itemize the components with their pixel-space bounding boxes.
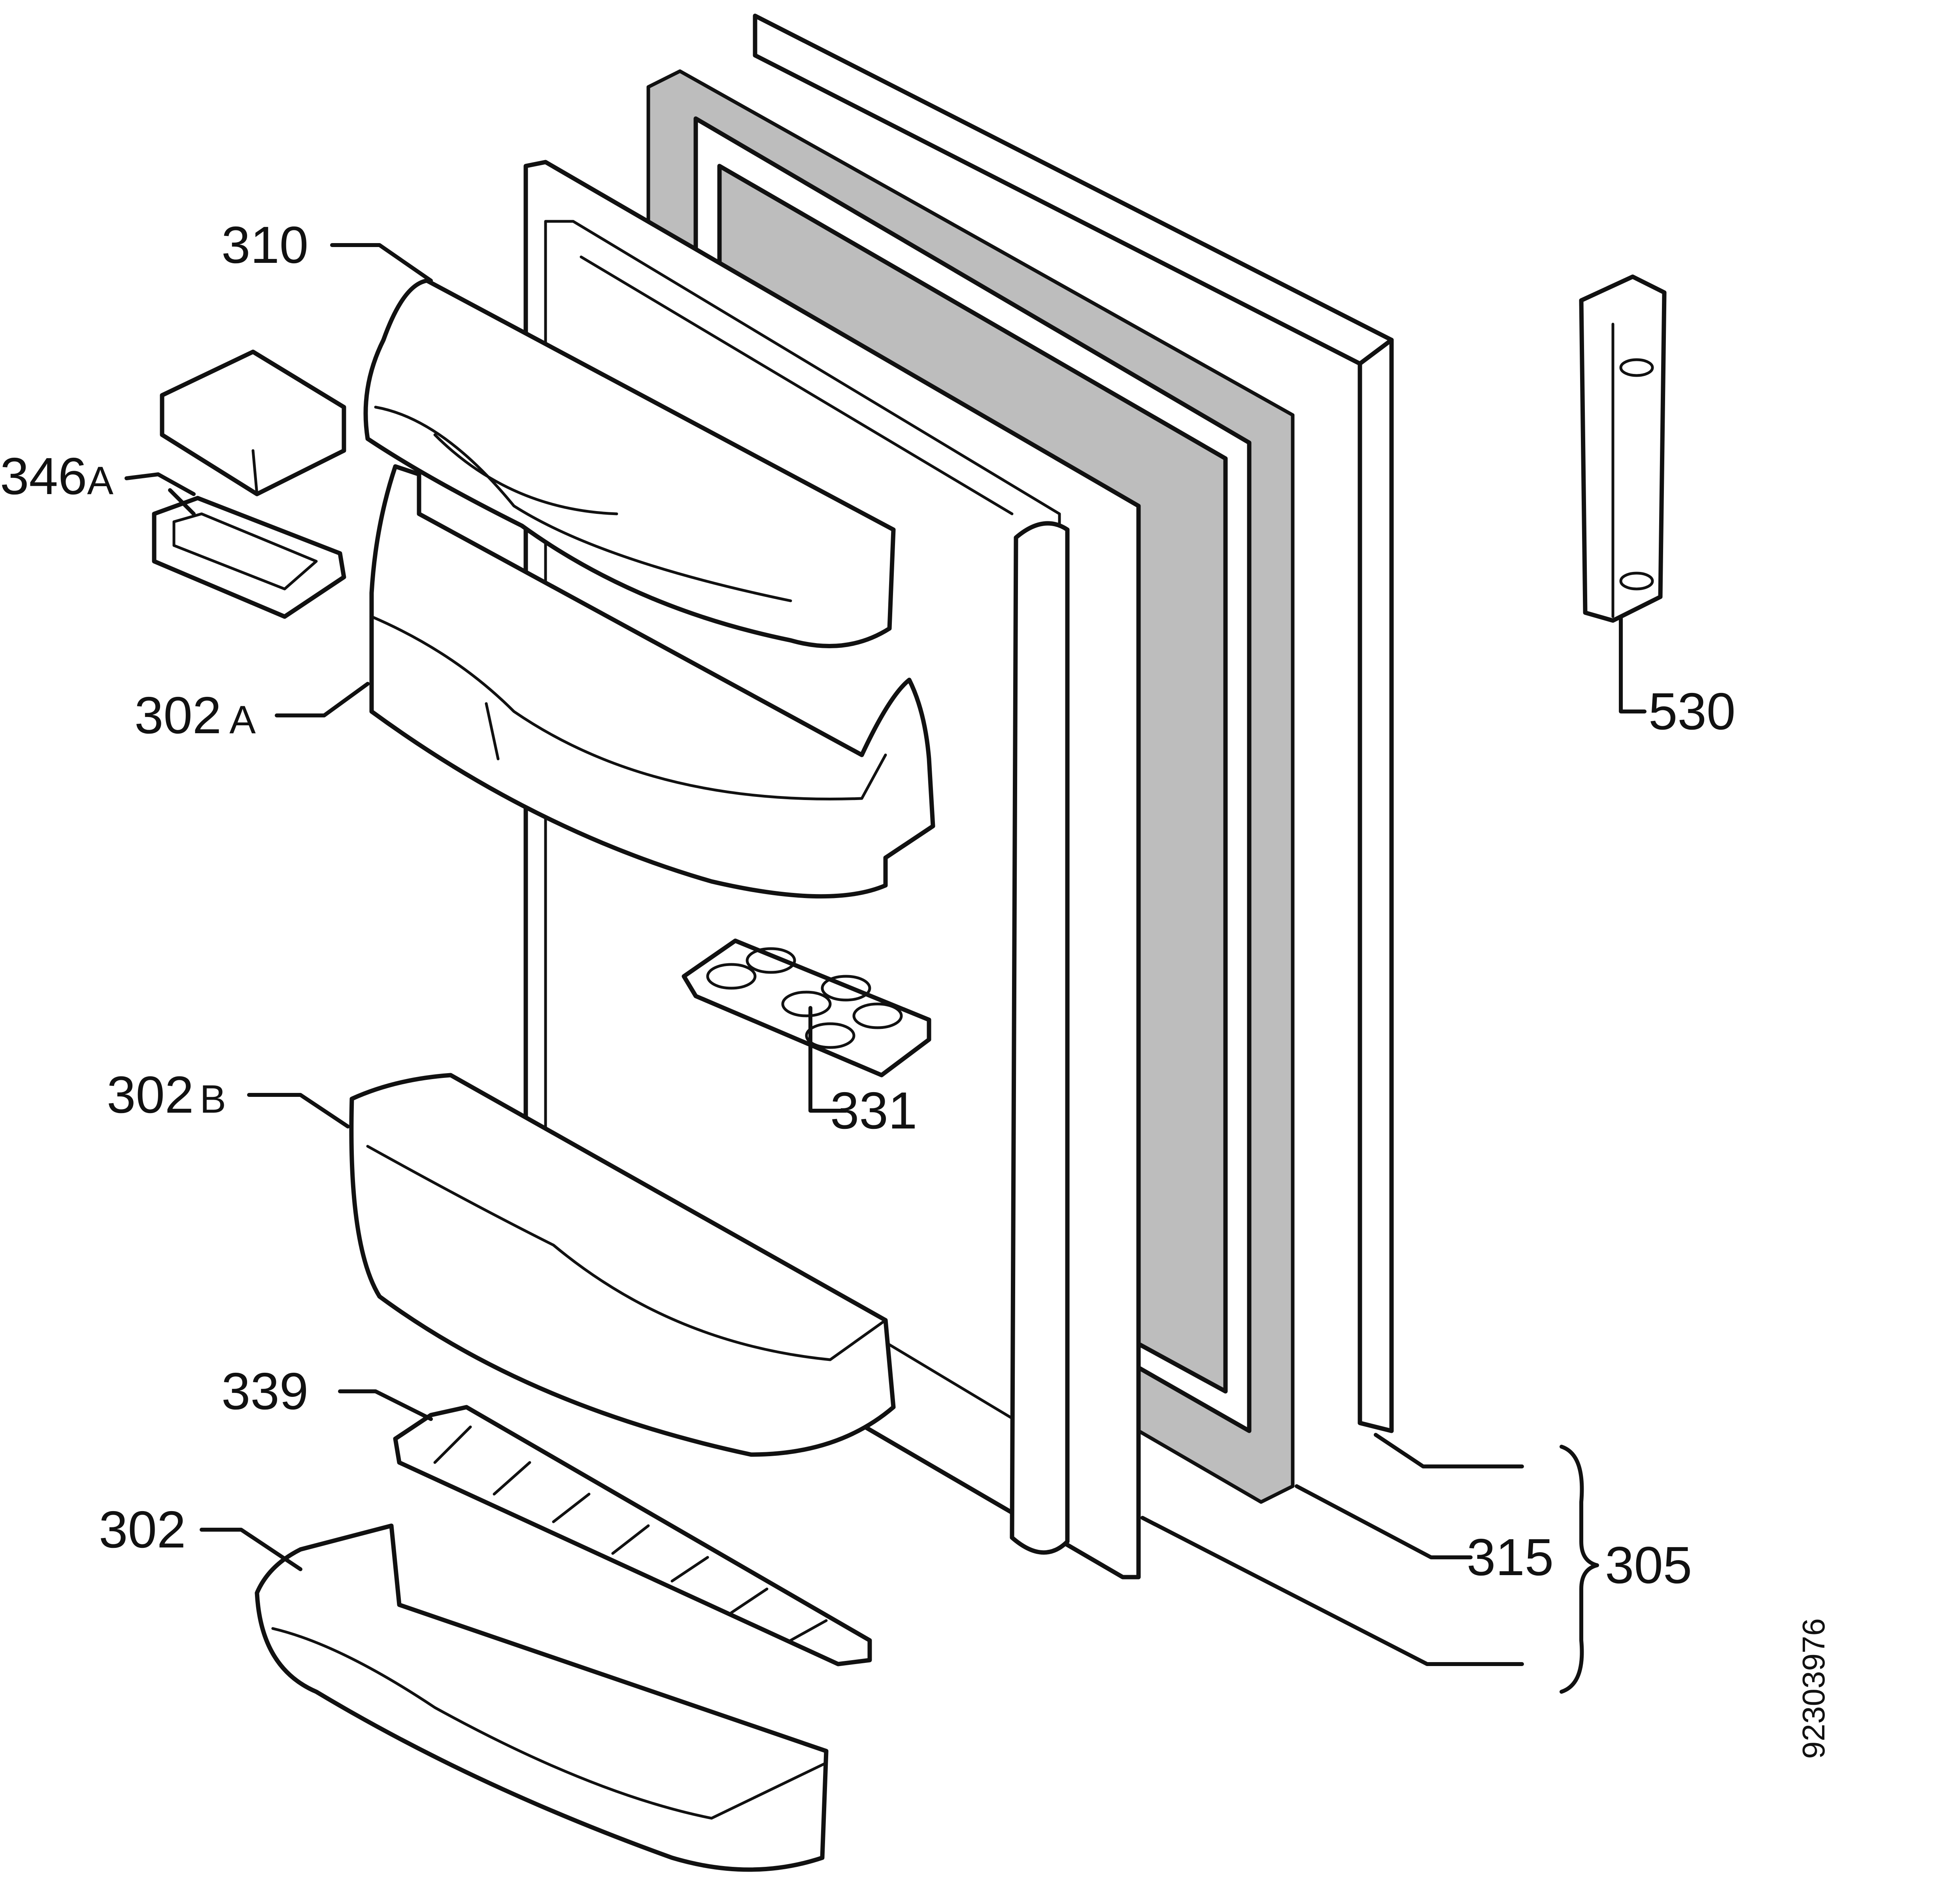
butter-dish [152, 349, 346, 619]
label-346a-suffix: A [87, 459, 113, 503]
label-310: 310 [221, 216, 308, 274]
label-339: 339 [221, 1362, 308, 1420]
label-331: 331 [830, 1081, 917, 1140]
label-346a-number: 346 [0, 447, 87, 505]
document-number: 92303976 [1796, 1618, 1831, 1759]
door-shelf-middle [349, 1073, 896, 1457]
door-shelf-upper [369, 464, 935, 899]
label-302a-suffix: A [229, 698, 256, 742]
label-315: 315 [1467, 1528, 1554, 1586]
label-302b-number: 302 [107, 1066, 194, 1124]
egg-tray [682, 938, 931, 1077]
leader-lines [125, 243, 1647, 1694]
label-346a: 346A [0, 447, 113, 505]
label-302b-suffix: B [200, 1077, 226, 1121]
label-302a-number: 302 [134, 686, 221, 744]
outer-door-panel [753, 13, 1394, 1433]
door-hinge [1579, 274, 1667, 623]
dairy-compartment-lid [363, 278, 896, 649]
label-305: 305 [1605, 1536, 1692, 1594]
label-302: 302 [99, 1500, 186, 1559]
label-530: 530 [1648, 682, 1735, 740]
bottle-retainer [393, 1405, 872, 1666]
door-shelf-bottom [255, 1523, 829, 1872]
